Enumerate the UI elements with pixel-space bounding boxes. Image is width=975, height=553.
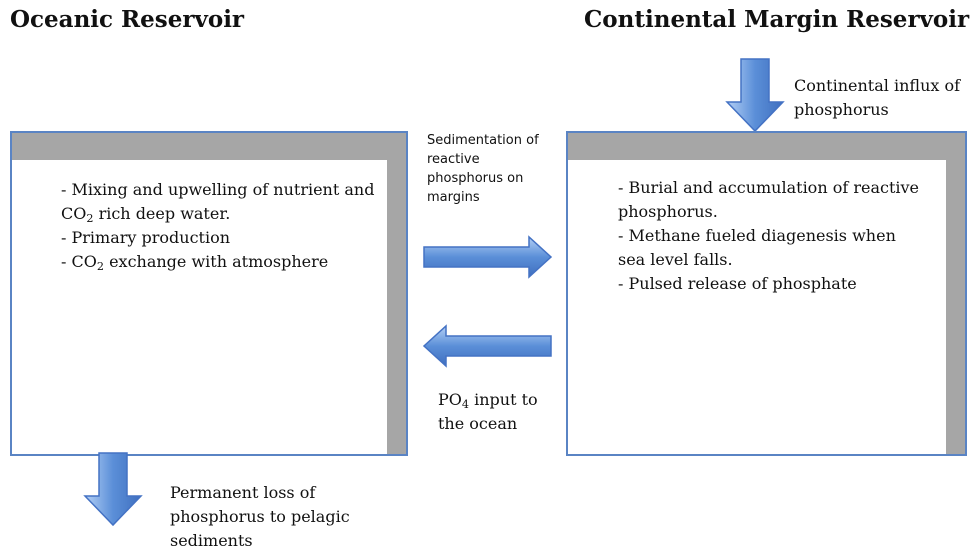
pelagic-loss-arrow-icon [83,452,143,527]
margin-process-item: - Pulsed release of phosphate [618,274,857,293]
oceanic-reservoir-title: Oceanic Reservoir [10,6,245,33]
margin-box-shade-right [946,133,965,454]
oceanic-process-item: - Primary production [61,228,231,247]
po4-input-arrow-left-icon [422,324,552,368]
oceanic-process-list: - Mixing and upwelling of nutrient and C… [61,178,381,274]
margin-process-list: - Burial and accumulation of reactive ph… [618,176,928,296]
permanent-loss-caption: Permanent loss of phosphorus to pelagic … [170,483,350,550]
sedimentation-caption: Sedimentation of reactive phosphorus on … [427,133,539,205]
continental-margin-reservoir-title: Continental Margin Reservoir [584,6,970,33]
margin-box-shade-top [568,133,965,160]
margin-process-item: - Methane fueled diagenesis when sea lev… [618,226,896,269]
oceanic-process-item: - Mixing and upwelling of nutrient and C… [61,180,375,225]
margin-process-item: - Burial and accumulation of reactive ph… [618,178,920,221]
continental-margin-reservoir-box: - Burial and accumulation of reactive ph… [566,131,967,456]
oceanic-reservoir-box: - Mixing and upwelling of nutrient and C… [10,131,408,456]
po4-input-caption: PO4 input to the ocean [438,390,538,433]
oceanic-box-shade-top [12,133,406,160]
sedimentation-arrow-right-icon [423,235,553,279]
continental-influx-caption: Continental influx of phosphorus [794,76,961,119]
oceanic-box-shade-right [387,133,406,454]
oceanic-process-item: - CO2 exchange with atmosphere [61,252,329,273]
continental-influx-arrow-icon [725,58,785,133]
